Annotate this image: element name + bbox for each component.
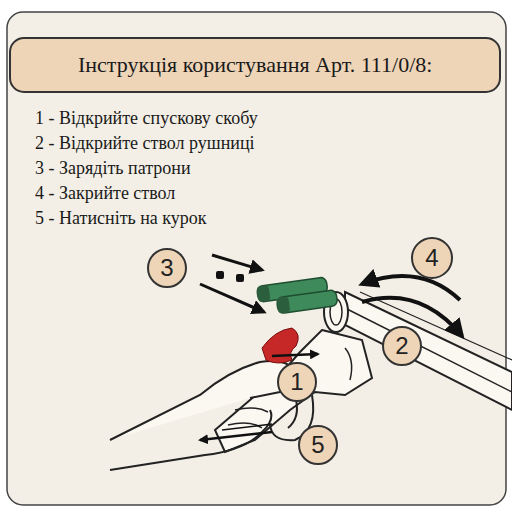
instruction-step: 1 - Відкрийте спускову скобу: [35, 108, 258, 129]
callout-number: 1: [290, 368, 303, 396]
callout-number: 4: [425, 244, 438, 272]
instruction-step: 3 - Зарядіть патрони: [35, 158, 191, 179]
callout-circle: 2: [382, 326, 422, 366]
callout-number: 2: [395, 332, 408, 360]
title-text: Інструкція користування Арт. 111/0/8:: [78, 52, 432, 78]
callout-number: 3: [160, 254, 173, 282]
instruction-step: 5 - Натисніть на курок: [35, 208, 207, 229]
callout-number: 5: [311, 431, 324, 459]
callout-circle: 5: [298, 425, 338, 465]
instruction-step: 4 - Закрийте ствол: [35, 183, 175, 204]
title-band: [10, 38, 500, 92]
instruction-step: 2 - Відкрийте ствол рушниці: [35, 133, 255, 154]
callout-circle: 3: [147, 248, 187, 288]
page-frame: [7, 12, 506, 505]
callout-circle: 4: [411, 237, 453, 279]
callout-circle: 1: [277, 362, 317, 402]
